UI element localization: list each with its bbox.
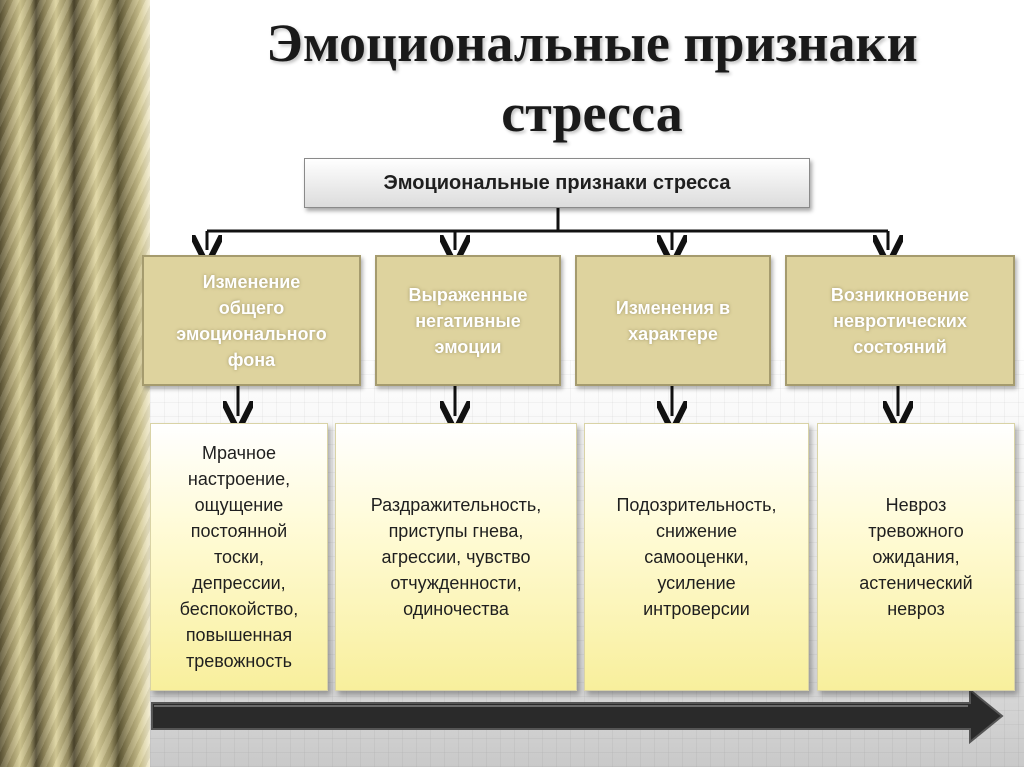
root-node: Эмоциональные признаки стресса xyxy=(304,158,810,208)
bottom-progress-arrow xyxy=(151,687,1004,745)
category-node-3: Изменения в характере xyxy=(575,255,771,386)
detail-node-3: Подозрительность, снижение самооценки, у… xyxy=(584,423,809,691)
detail-node-1: Мрачное настроение, ощущение постоянной … xyxy=(150,423,328,691)
page-title: Эмоциональные признаки стресса xyxy=(266,13,918,143)
detail-node-4: Невроз тревожного ожидания, астенический… xyxy=(817,423,1015,691)
category-node-2: Выраженные негативные эмоции xyxy=(375,255,561,386)
decorative-pillars xyxy=(0,0,150,767)
category-node-1: Изменение общего эмоционального фона xyxy=(142,255,361,386)
category-node-4: Возникновение невротических состояний xyxy=(785,255,1015,386)
detail-node-2: Раздражительность, приступы гнева, агрес… xyxy=(335,423,577,691)
